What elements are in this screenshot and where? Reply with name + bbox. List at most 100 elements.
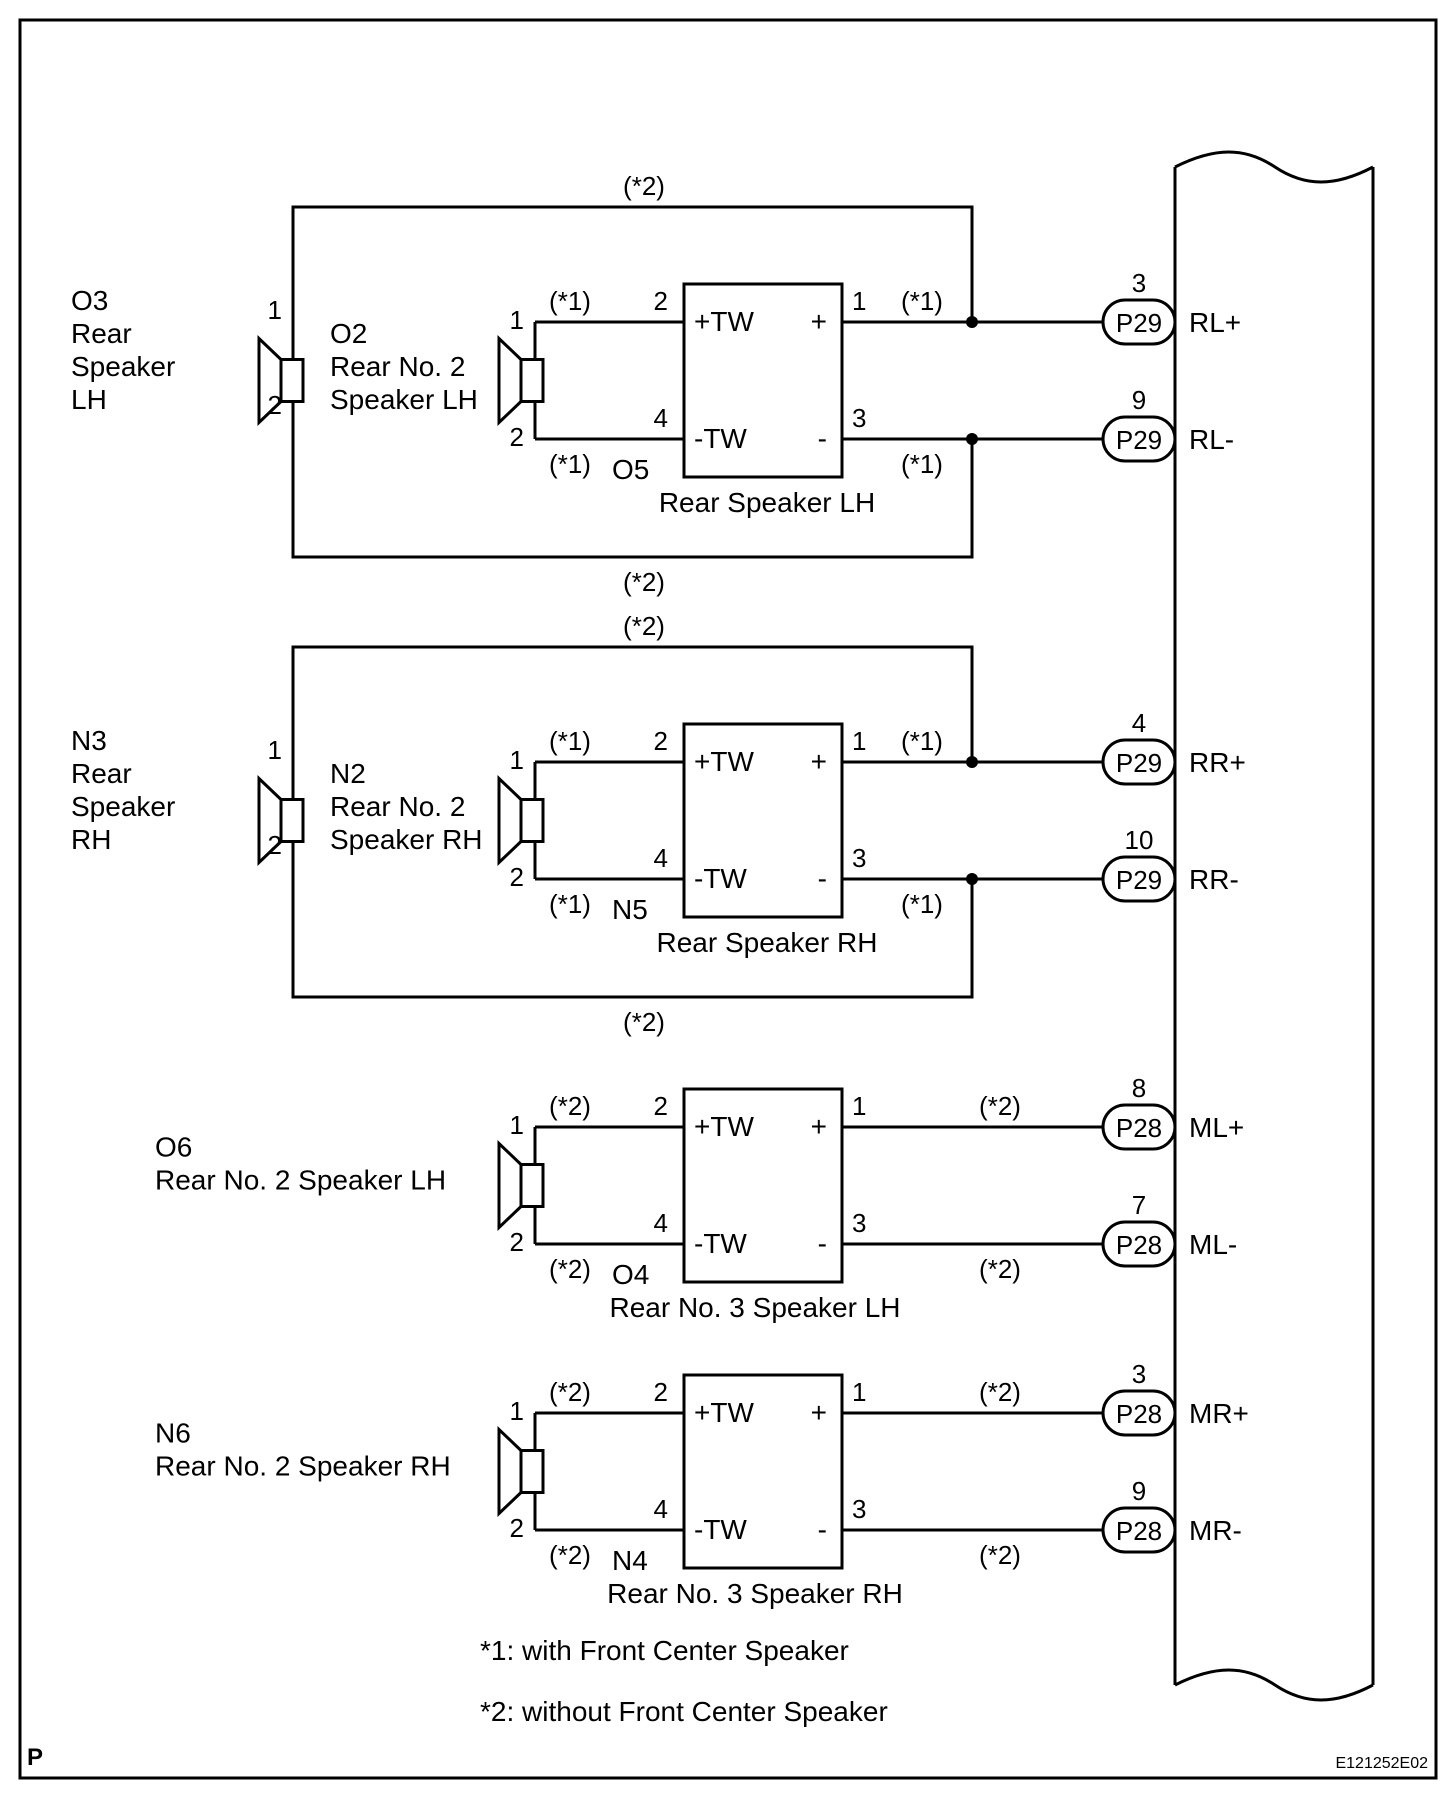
- box-pin-out-plus: 1: [852, 1091, 866, 1121]
- tweeter-pin-1: 1: [510, 745, 524, 775]
- note-left-top: (*2): [549, 1377, 591, 1407]
- tweeter-pin-1: 1: [510, 1110, 524, 1140]
- box-out-plus-label: +: [811, 746, 827, 777]
- tweeter-code-label: N6: [155, 1418, 191, 1449]
- box-out-minus-label: -: [818, 1514, 827, 1545]
- tweeter-label-line: Rear No. 2: [330, 351, 465, 382]
- woofer-label-line: LH: [71, 384, 107, 415]
- corner-label: P: [27, 1744, 43, 1771]
- connector-label: P29: [1116, 865, 1162, 895]
- box-code: N5: [612, 894, 648, 925]
- woofer-pin-2: 2: [268, 830, 282, 860]
- bypass-wire-bottom: [291, 401, 974, 559]
- box-pin-in-plus: 2: [654, 1091, 668, 1121]
- crossover-box: [682, 722, 844, 919]
- woofer-label-line: Rear: [71, 318, 132, 349]
- connector-pin: 3: [1132, 1359, 1146, 1389]
- box-pin-in-minus: 4: [654, 1494, 668, 1524]
- tweeter-code-label: O6: [155, 1132, 192, 1163]
- box-in-minus-label: -TW: [694, 863, 747, 894]
- connector-label: P28: [1116, 1399, 1162, 1429]
- connector-plus: P29: [1101, 738, 1177, 786]
- connector-minus: P28: [1101, 1506, 1177, 1554]
- woofer-pin-1: 1: [268, 735, 282, 765]
- box-pin-in-plus: 2: [654, 286, 668, 316]
- connector-plus: P28: [1101, 1389, 1177, 1437]
- tweeter-speaker-icon: [497, 334, 545, 427]
- box-out-plus-label: +: [811, 1111, 827, 1142]
- signal-label: RR-: [1189, 864, 1239, 895]
- tweeter-speaker-icon: [497, 1425, 545, 1518]
- tweeter-pin-2: 2: [510, 422, 524, 452]
- box-pin-out-plus: 1: [852, 1377, 866, 1407]
- box-pin-out-plus: 1: [852, 726, 866, 756]
- woofer-label-line: Speaker: [71, 791, 175, 822]
- woofer-label-line: O3: [71, 285, 108, 316]
- signal-label: MR-: [1189, 1515, 1242, 1546]
- box-in-minus-label: -TW: [694, 423, 747, 454]
- connector-pin: 8: [1132, 1073, 1146, 1103]
- woofer-pin-1: 1: [268, 295, 282, 325]
- woofer-label-line: N3: [71, 725, 107, 756]
- connector-pin: 10: [1125, 825, 1154, 855]
- figure-code: E121252E02: [1335, 1755, 1428, 1772]
- connector-minus: P28: [1101, 1220, 1177, 1268]
- woofer-label-line: RH: [71, 824, 111, 855]
- junction-dot-minus: [966, 873, 978, 885]
- box-code: N4: [612, 1545, 648, 1576]
- tweeter-label-line: N2: [330, 758, 366, 789]
- crossover-box: [682, 1373, 844, 1570]
- note-bypass-bottom: (*2): [623, 1007, 665, 1037]
- box-code: O4: [612, 1259, 649, 1290]
- box-name: Rear Speaker RH: [657, 927, 878, 958]
- junction-dot-plus: [966, 756, 978, 768]
- signal-label: RR+: [1189, 747, 1246, 778]
- box-pin-out-minus: 3: [852, 1208, 866, 1238]
- connector-label: P29: [1116, 748, 1162, 778]
- signal-label: ML+: [1189, 1112, 1244, 1143]
- bypass-wire-top: [291, 645, 974, 800]
- box-pin-in-plus: 2: [654, 1377, 668, 1407]
- signal-label: RL+: [1189, 307, 1241, 338]
- crossover-box: [682, 1087, 844, 1284]
- tweeter-title-label: Rear No. 2 Speaker LH: [155, 1165, 446, 1196]
- signal-label: RL-: [1189, 424, 1234, 455]
- note-right-top: (*1): [901, 726, 943, 756]
- tweeter-pin-2: 2: [510, 1227, 524, 1257]
- note-right-bottom: (*2): [979, 1254, 1021, 1284]
- connector-label: P28: [1116, 1113, 1162, 1143]
- woofer-label-line: Speaker: [71, 351, 175, 382]
- box-pin-in-minus: 4: [654, 1208, 668, 1238]
- tweeter-speaker-icon: [497, 1139, 545, 1232]
- box-in-plus-label: +TW: [694, 1111, 754, 1142]
- box-pin-in-minus: 4: [654, 403, 668, 433]
- tweeter-label-line: O2: [330, 318, 367, 349]
- box-pin-in-minus: 4: [654, 843, 668, 873]
- box-pin-out-minus: 3: [852, 843, 866, 873]
- woofer-pin-2: 2: [268, 390, 282, 420]
- box-in-plus-label: +TW: [694, 306, 754, 337]
- note-left-top: (*1): [549, 726, 591, 756]
- woofer-label-line: Rear: [71, 758, 132, 789]
- box-pin-in-plus: 2: [654, 726, 668, 756]
- crossover-box: [682, 282, 844, 479]
- connector-pin: 7: [1132, 1190, 1146, 1220]
- note-right-bottom: (*2): [979, 1540, 1021, 1570]
- note-bypass-top: (*2): [623, 171, 665, 201]
- connector-plus: P29: [1101, 298, 1177, 346]
- box-name: Rear No. 3 Speaker RH: [607, 1578, 903, 1609]
- outer-frame: [18, 18, 1438, 1780]
- connector-label: P29: [1116, 425, 1162, 455]
- box-in-minus-label: -TW: [694, 1228, 747, 1259]
- box-in-plus-label: +TW: [694, 1397, 754, 1428]
- note-left-bottom: (*2): [549, 1254, 591, 1284]
- tweeter-pin-2: 2: [510, 1513, 524, 1543]
- note-left-bottom: (*1): [549, 889, 591, 919]
- box-name: Rear Speaker LH: [659, 487, 875, 518]
- box-name: Rear No. 3 Speaker LH: [609, 1292, 900, 1323]
- note-bypass-top: (*2): [623, 611, 665, 641]
- note-left-bottom: (*1): [549, 449, 591, 479]
